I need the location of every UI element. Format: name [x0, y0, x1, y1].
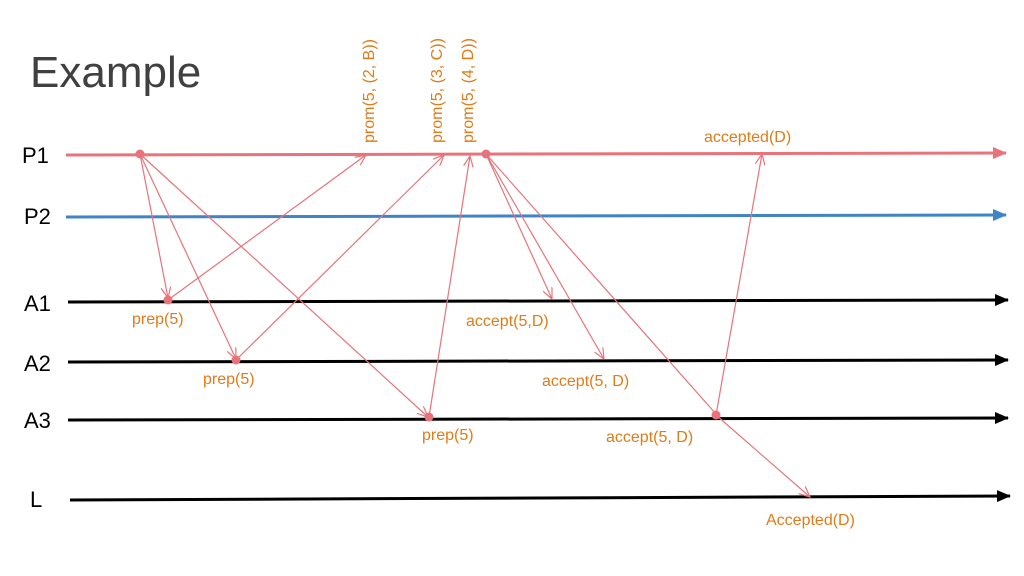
timeline-a1 [67, 294, 1009, 307]
message-accept-a3 [485, 153, 717, 415]
label-accept-a3: accept(5, D) [606, 429, 693, 446]
timeline-a2 [67, 354, 1009, 367]
event-dot-a1 [163, 295, 173, 305]
slide-title: Example [30, 48, 202, 97]
timeline-p1 [65, 147, 1007, 160]
label-prep-a2: prep(5) [203, 371, 255, 388]
label-prep-a3: prep(5) [422, 427, 474, 444]
process-label-a3: A3 [24, 408, 51, 433]
process-label-p1: P1 [22, 143, 49, 168]
event-dot-p1-prepare [135, 149, 145, 159]
event-dot-a3-accept [711, 410, 721, 420]
label-accepted-p1: accepted(D) [704, 129, 791, 146]
timeline-p2 [65, 209, 1007, 222]
message-prep-a1 [139, 153, 168, 298]
process-label-l: L [30, 487, 42, 512]
label-prom-3: prom(5, (4, D)) [460, 38, 477, 143]
process-label-a2: A2 [24, 351, 51, 376]
label-accepted-l: Accepted(D) [766, 512, 855, 529]
message-prom-a1 [167, 155, 366, 301]
process-label-a1: A1 [24, 291, 51, 316]
label-prom-2: prom(5, (3, C)) [429, 38, 446, 143]
process-label-p2: P2 [24, 204, 51, 229]
label-prep-a1: prep(5) [132, 311, 184, 328]
event-dot-a3-prep [424, 412, 434, 422]
message-accepted-p1 [715, 154, 762, 416]
event-dot-p1-accept [481, 149, 491, 159]
timeline-a3 [67, 412, 1009, 425]
timeline-l [69, 490, 1011, 503]
message-prom-a3 [428, 156, 470, 418]
event-dot-a2 [231, 355, 241, 365]
message-prom-a2 [235, 155, 444, 361]
message-prep-a2 [139, 153, 236, 359]
message-accept-a1 [485, 153, 552, 299]
message-accepted-l [715, 414, 810, 497]
label-accept-a1: accept(5,D) [466, 313, 549, 330]
message-accept-a2 [485, 153, 604, 359]
label-prom-1: prom(5, (2, B)) [361, 39, 378, 143]
label-accept-a2: accept(5, D) [542, 373, 629, 390]
message-prep-a3 [139, 153, 428, 417]
